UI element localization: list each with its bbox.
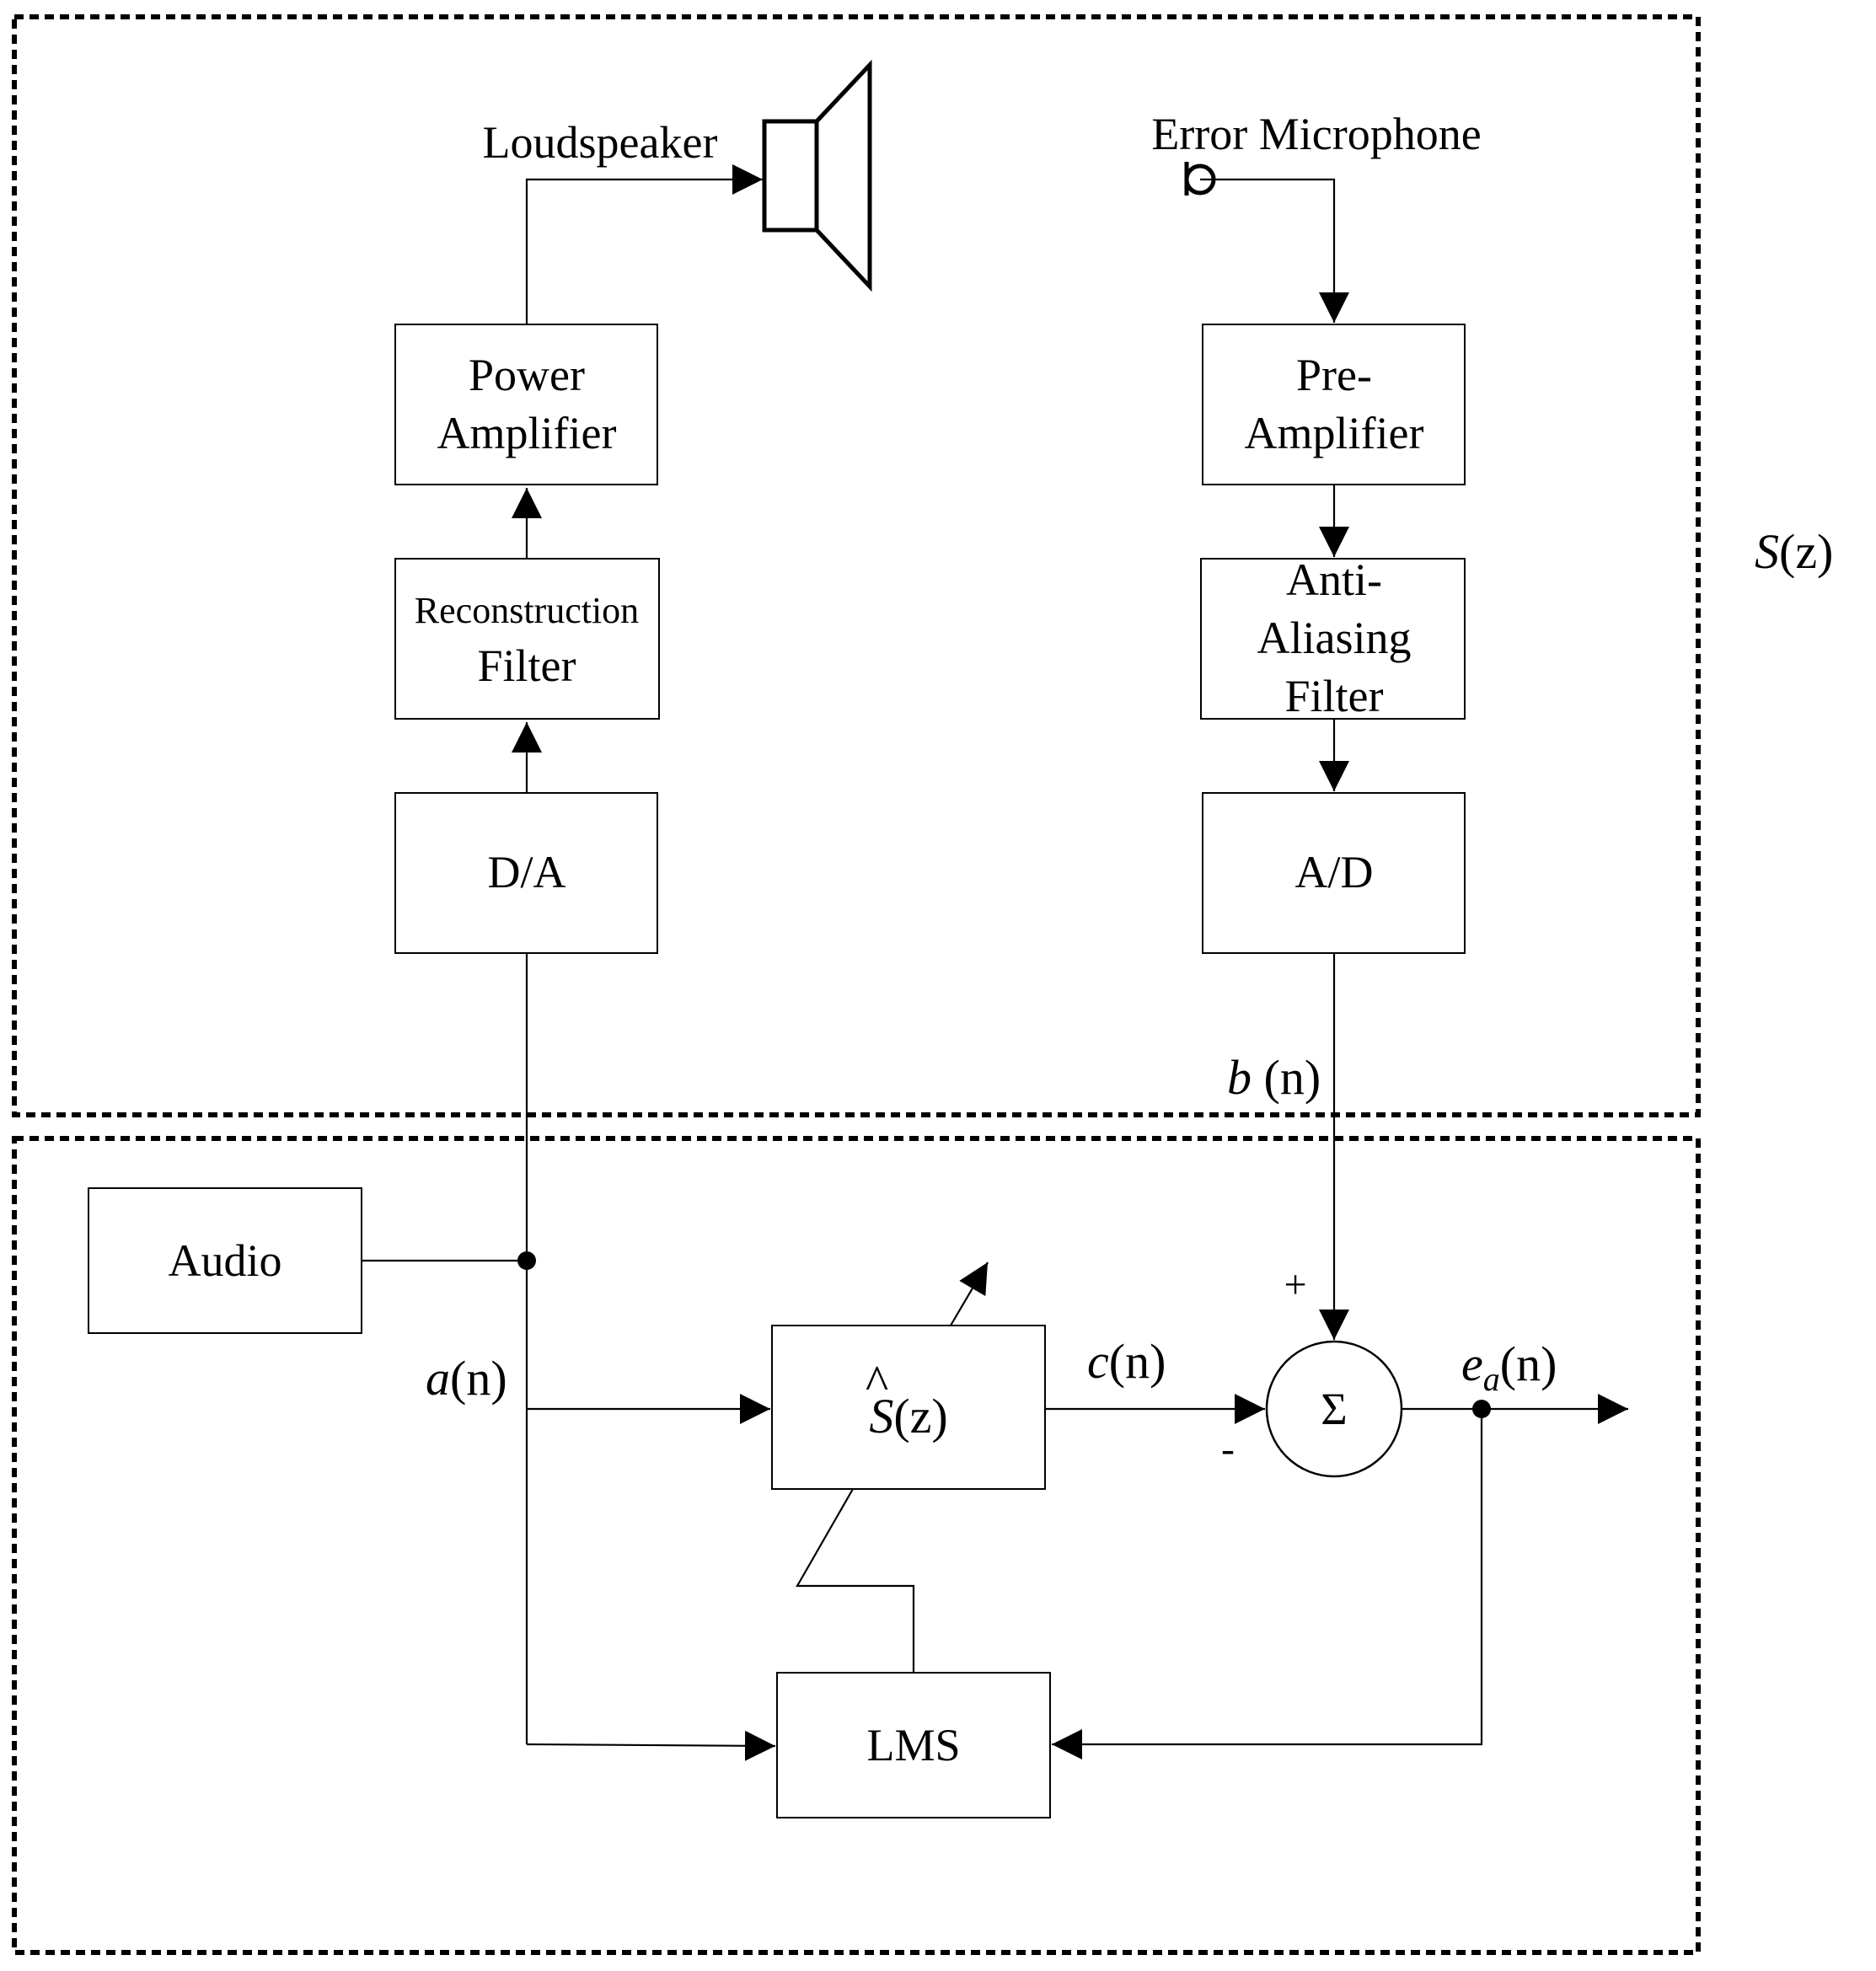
s-hat-caret: ^ (865, 1355, 888, 1410)
power-amplifier-block (394, 324, 658, 485)
error-junction-dot (1472, 1400, 1491, 1418)
reconstruction-filter-line1: Reconstruction (415, 590, 639, 631)
plus-sign: + (1284, 1262, 1306, 1307)
b-n-label: b (n) (1227, 1050, 1321, 1105)
audio-label: Audio (169, 1235, 282, 1286)
anti-aliasing-line2: Aliasing (1257, 613, 1412, 663)
audio-junction-dot (517, 1251, 536, 1270)
loudspeaker-label: Loudspeaker (483, 117, 718, 168)
pre-amplifier-line2: Amplifier (1245, 408, 1424, 458)
power-amplifier-line2: Amplifier (437, 408, 617, 458)
error-microphone-label: Error Microphone (1151, 109, 1481, 159)
secondary-path-region (12, 14, 1701, 1117)
pre-amplifier-line1: Pre- (1296, 350, 1372, 400)
minus-sign: - (1221, 1427, 1235, 1471)
pre-amplifier-block (1202, 324, 1466, 485)
controller-region (12, 1136, 1701, 1955)
ad-label: A/D (1295, 847, 1374, 897)
reconstruction-filter-line2: Filter (478, 640, 576, 691)
anti-aliasing-filter-block (1200, 558, 1466, 720)
loudspeaker-icon (762, 59, 872, 292)
e-a-n-label: ea(n) (1461, 1336, 1557, 1398)
a-n-label: a(n) (426, 1351, 507, 1406)
reconstruction-filter-block (394, 558, 660, 720)
anti-aliasing-line1: Anti- (1286, 554, 1382, 605)
da-label: D/A (488, 847, 566, 897)
s-hat-label: S(z) (869, 1389, 947, 1443)
audio-block (88, 1187, 362, 1334)
sum-symbol: Σ (1321, 1384, 1347, 1434)
anti-aliasing-line3: Filter (1285, 671, 1384, 721)
s-z-label: S(z) (1755, 524, 1833, 579)
wires (362, 164, 1628, 1761)
svg-text:Pre-Amplifier: Pre- Amplifier (1245, 350, 1424, 458)
power-amplifier-line1: Power (469, 350, 585, 400)
lms-label: LMS (866, 1720, 960, 1770)
c-n-label: c(n) (1087, 1334, 1166, 1389)
lms-block (776, 1672, 1051, 1818)
s-hat-filter-block (771, 1325, 1046, 1490)
ad-converter-block (1202, 792, 1466, 954)
